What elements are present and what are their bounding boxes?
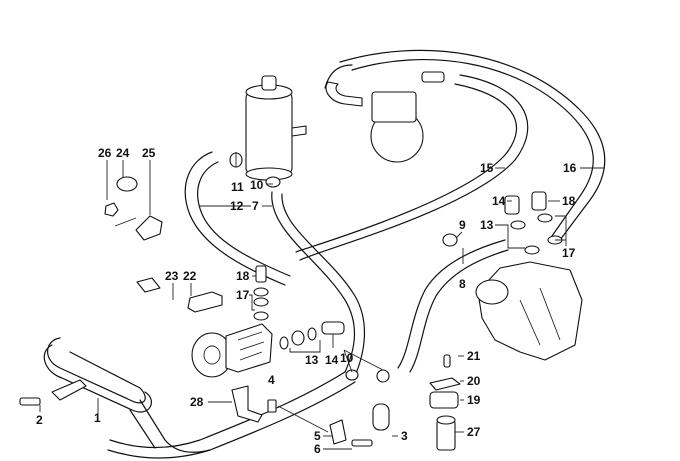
callout-6[interactable]: 6 xyxy=(314,442,321,456)
oil-reservoir[interactable] xyxy=(245,75,307,181)
accumulator[interactable] xyxy=(324,64,445,163)
callout-15[interactable]: 15 xyxy=(480,161,494,175)
banjo-bolt-14-left[interactable] xyxy=(321,321,345,335)
callout-22[interactable]: 22 xyxy=(183,269,197,283)
hose-clamp-10-top[interactable] xyxy=(265,176,281,188)
callout-12[interactable]: 12 xyxy=(230,199,244,213)
pipe-clamp-25[interactable] xyxy=(135,215,163,241)
hose-12-return-hose[interactable] xyxy=(184,151,291,286)
hose-clamp-9[interactable] xyxy=(442,233,458,247)
callout-27[interactable]: 27 xyxy=(467,425,481,439)
callout-8-label[interactable]: 8 xyxy=(459,277,466,291)
callout-9[interactable]: 9 xyxy=(459,218,466,232)
callout-17-left[interactable]: 17 xyxy=(236,288,250,302)
callout-14-left[interactable]: 14 xyxy=(325,353,339,367)
hose-7-suction-hose[interactable] xyxy=(271,191,365,377)
hose-16-return-line[interactable] xyxy=(339,49,606,241)
screw-21[interactable] xyxy=(443,354,451,368)
bolt-6[interactable] xyxy=(351,439,373,447)
callout-23[interactable]: 23 xyxy=(165,269,179,283)
seal-rings-13-right[interactable] xyxy=(510,220,540,255)
callout-labels: 26 24 25 11 10 12 7 23 22 18 17 13 14 10… xyxy=(36,146,577,456)
callout-13-right[interactable]: 13 xyxy=(480,218,494,232)
bolt-2[interactable] xyxy=(19,397,41,406)
clip-5-left[interactable] xyxy=(267,399,277,413)
callout-1[interactable]: 1 xyxy=(94,411,101,425)
banjo-bolt-18-right[interactable] xyxy=(531,191,547,211)
clip-5[interactable] xyxy=(329,419,347,445)
callout-18-left[interactable]: 18 xyxy=(236,269,250,283)
holder-19[interactable] xyxy=(429,391,459,409)
callout-4[interactable]: 4 xyxy=(268,373,275,387)
callout-10-lower[interactable]: 10 xyxy=(340,351,354,365)
banjo-bolt-14-right[interactable] xyxy=(504,195,520,215)
callout-2[interactable]: 2 xyxy=(36,413,43,427)
oil-cooler-pipe[interactable] xyxy=(43,337,211,453)
steering-gear[interactable] xyxy=(475,261,583,361)
hose-8-pressure-hose[interactable] xyxy=(397,239,509,373)
callout-28[interactable]: 28 xyxy=(190,395,204,409)
callout-11[interactable]: 11 xyxy=(231,180,244,194)
callout-20[interactable]: 20 xyxy=(467,374,481,388)
callout-7[interactable]: 7 xyxy=(252,199,259,213)
callout-5[interactable]: 5 xyxy=(314,429,321,443)
callout-19[interactable]: 19 xyxy=(467,393,481,407)
hose-clamp-10-lower[interactable] xyxy=(345,369,390,383)
callout-26[interactable]: 26 xyxy=(98,146,112,160)
power-steering-pump[interactable] xyxy=(191,323,273,378)
callout-13-left[interactable]: 13 xyxy=(305,353,319,367)
clip-20[interactable] xyxy=(429,377,461,391)
callout-3[interactable]: 3 xyxy=(401,429,408,443)
seal-rings-17-left[interactable] xyxy=(253,287,269,321)
bushing-27[interactable] xyxy=(436,415,456,451)
callout-24[interactable]: 24 xyxy=(116,146,130,160)
callout-18-right[interactable]: 18 xyxy=(562,194,576,208)
callout-16[interactable]: 16 xyxy=(563,161,577,175)
callout-21[interactable]: 21 xyxy=(467,349,481,363)
leader-lines xyxy=(39,152,605,450)
callout-25[interactable]: 25 xyxy=(142,146,156,160)
callout-17-right[interactable]: 17 xyxy=(562,246,576,260)
callout-10-top[interactable]: 10 xyxy=(250,178,264,192)
hose-clamp-24[interactable] xyxy=(116,176,138,192)
callout-14-right[interactable]: 14 xyxy=(492,194,506,208)
clip-23[interactable] xyxy=(136,277,161,293)
banjo-bolt-18-left[interactable] xyxy=(255,265,267,283)
seal-rings-17-right[interactable] xyxy=(537,213,563,245)
bracket-28[interactable] xyxy=(231,385,263,423)
nut-26[interactable] xyxy=(104,202,119,217)
hose-15-pressure-line[interactable] xyxy=(295,74,529,261)
rubber-mount-3[interactable] xyxy=(372,403,390,431)
bracket-22[interactable] xyxy=(187,291,223,313)
seal-rings-13-left[interactable] xyxy=(279,327,317,350)
